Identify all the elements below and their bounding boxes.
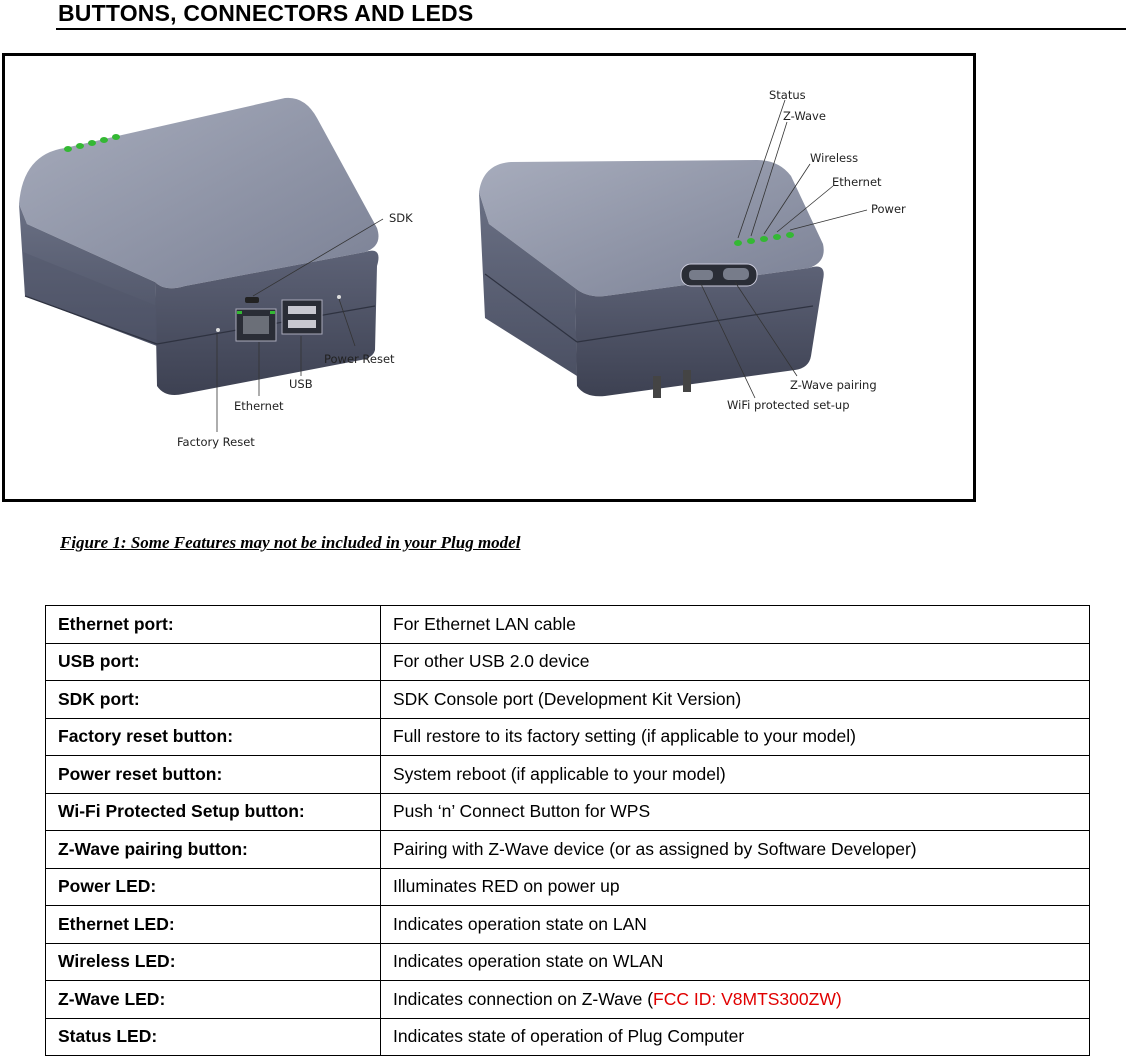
row-value: Push ‘n’ Connect Button for WPS (380, 792, 1090, 831)
device-illustration: SDK Power Reset USB Ethernet Factory Res… (19, 88, 906, 449)
wps-button (723, 268, 749, 280)
factory-reset-hole (216, 328, 220, 332)
power-prong-right (683, 370, 691, 392)
callout-power: Power (871, 202, 906, 216)
features-table: Ethernet port: For Ethernet LAN cable US… (45, 605, 1090, 1056)
row-value: Pairing with Z-Wave device (or as assign… (380, 830, 1090, 869)
table-row: Wireless LED: Indicates operation state … (45, 942, 1090, 981)
fcc-id: FCC ID: V8MTS300ZW) (653, 988, 842, 1009)
table-row: Status LED: Indicates state of operation… (45, 1017, 1090, 1056)
row-value: Indicates connection on Z-Wave (FCC ID: … (380, 980, 1090, 1019)
title-rule (56, 28, 1126, 30)
row-value: Indicates operation state on WLAN (380, 942, 1090, 981)
row-value: Full restore to its factory setting (if … (380, 717, 1090, 756)
table-row: Wi-Fi Protected Setup button: Push ‘n’ C… (45, 792, 1090, 831)
table-row: Ethernet port: For Ethernet LAN cable (45, 605, 1090, 644)
table-row: SDK port: SDK Console port (Development … (45, 680, 1090, 719)
row-value: System reboot (if applicable to your mod… (380, 755, 1090, 794)
table-row: Power reset button: System reboot (if ap… (45, 755, 1090, 794)
table-row: Power LED: Illuminates RED on power up (45, 867, 1090, 906)
callout-usb: USB (289, 377, 313, 391)
table-row: Z-Wave LED: Indicates connection on Z-Wa… (45, 980, 1090, 1019)
back-led-row (734, 232, 794, 246)
row-value: Indicates operation state on LAN (380, 905, 1090, 944)
power-prong-left (653, 376, 661, 398)
row-key: Power reset button: (45, 755, 381, 794)
row-key: Z-Wave LED: (45, 980, 381, 1019)
front-led-row (64, 134, 120, 152)
section-title: BUTTONS, CONNECTORS AND LEDS (58, 0, 474, 26)
callout-wifi-setup: WiFi protected set-up (727, 398, 850, 412)
callout-factory-reset: Factory Reset (177, 435, 255, 449)
callout-ethernet-led: Ethernet (832, 175, 882, 189)
row-key: Wi-Fi Protected Setup button: (45, 792, 381, 831)
callout-zwave: Z-Wave (783, 109, 826, 123)
sdk-port (245, 297, 259, 303)
callout-power-reset: Power Reset (324, 352, 395, 366)
row-key: Power LED: (45, 867, 381, 906)
row-key: SDK port: (45, 680, 381, 719)
callout-zwave-pairing: Z-Wave pairing (790, 378, 877, 392)
row-value: For other USB 2.0 device (380, 642, 1090, 681)
zwave-pairing-button (689, 270, 713, 280)
table-row: USB port: For other USB 2.0 device (45, 642, 1090, 681)
table-row: Z-Wave pairing button: Pairing with Z-Wa… (45, 830, 1090, 869)
row-value: For Ethernet LAN cable (380, 605, 1090, 644)
row-key: Factory reset button: (45, 717, 381, 756)
device-figure: SDK Power Reset USB Ethernet Factory Res… (2, 53, 976, 502)
callout-ethernet-port: Ethernet (234, 399, 284, 413)
row-key: Ethernet LED: (45, 905, 381, 944)
figure-caption: Figure 1: Some Features may not be inclu… (60, 533, 521, 552)
plug-computer-front-view: SDK Power Reset USB Ethernet Factory Res… (19, 97, 413, 449)
row-value: Indicates state of operation of Plug Com… (380, 1017, 1090, 1056)
row-key: Wireless LED: (45, 942, 381, 981)
plug-computer-back-view: Status Z-Wave Wireless Ethernet Power Z-… (479, 88, 906, 412)
callout-sdk: SDK (389, 211, 413, 225)
callout-wireless: Wireless (810, 151, 858, 165)
usb-port (281, 299, 323, 335)
table-row: Ethernet LED: Indicates operation state … (45, 905, 1090, 944)
row-value: Illuminates RED on power up (380, 867, 1090, 906)
row-key: USB port: (45, 642, 381, 681)
row-value-text: Indicates connection on Z-Wave ( (393, 988, 654, 1009)
callout-status: Status (769, 88, 806, 102)
row-key: Z-Wave pairing button: (45, 830, 381, 869)
table-row: Factory reset button: Full restore to it… (45, 717, 1090, 756)
row-key: Ethernet port: (45, 605, 381, 644)
power-reset-hole (337, 295, 341, 299)
row-value: SDK Console port (Development Kit Versio… (380, 680, 1090, 719)
row-key: Status LED: (45, 1017, 381, 1056)
